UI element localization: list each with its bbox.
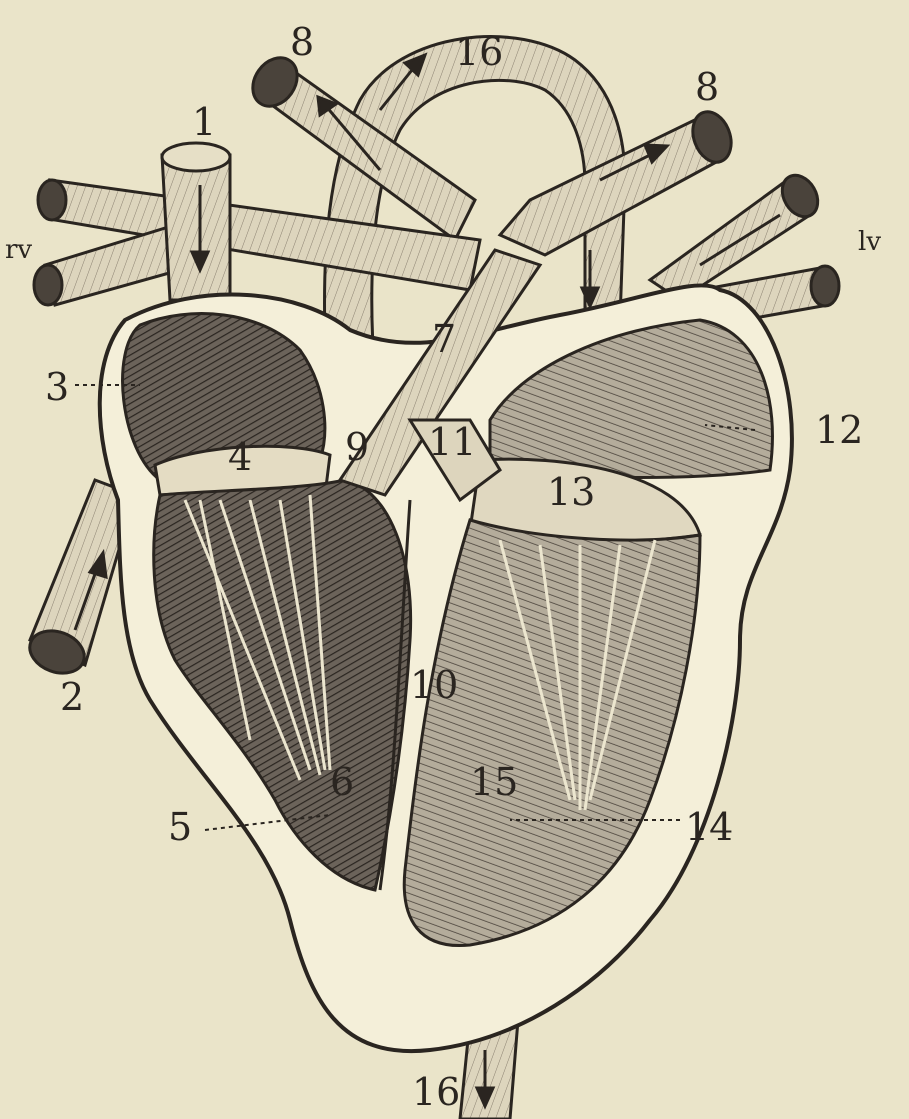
label-9: 9 xyxy=(345,425,369,469)
label-13: 13 xyxy=(547,470,595,514)
label-2: 2 xyxy=(60,675,84,719)
label-5: 5 xyxy=(168,805,192,849)
label-6: 6 xyxy=(330,760,354,804)
label-12: 12 xyxy=(815,408,863,452)
left-vessel-upper-opening xyxy=(38,180,66,220)
label-8-right: 8 xyxy=(695,65,719,109)
label-10: 10 xyxy=(410,663,458,707)
label-14: 14 xyxy=(685,805,733,849)
label-rv: rv xyxy=(5,235,32,265)
label-16-bottom: 16 xyxy=(412,1070,460,1114)
label-lv: lv xyxy=(858,227,881,257)
label-1: 1 xyxy=(192,100,216,144)
left-vessel-lower xyxy=(45,225,180,305)
superior-vena-cava-opening xyxy=(162,143,230,171)
label-7: 7 xyxy=(432,317,456,361)
label-16-top: 16 xyxy=(455,30,503,74)
label-4: 4 xyxy=(228,435,252,479)
label-15: 15 xyxy=(470,760,518,804)
left-vessel-lower-opening xyxy=(34,265,62,305)
label-3: 3 xyxy=(45,365,69,409)
label-8-left: 8 xyxy=(290,20,314,64)
pulmonary-vein-lower-opening xyxy=(811,266,839,306)
label-11: 11 xyxy=(428,420,476,464)
superior-vena-cava xyxy=(162,155,230,300)
